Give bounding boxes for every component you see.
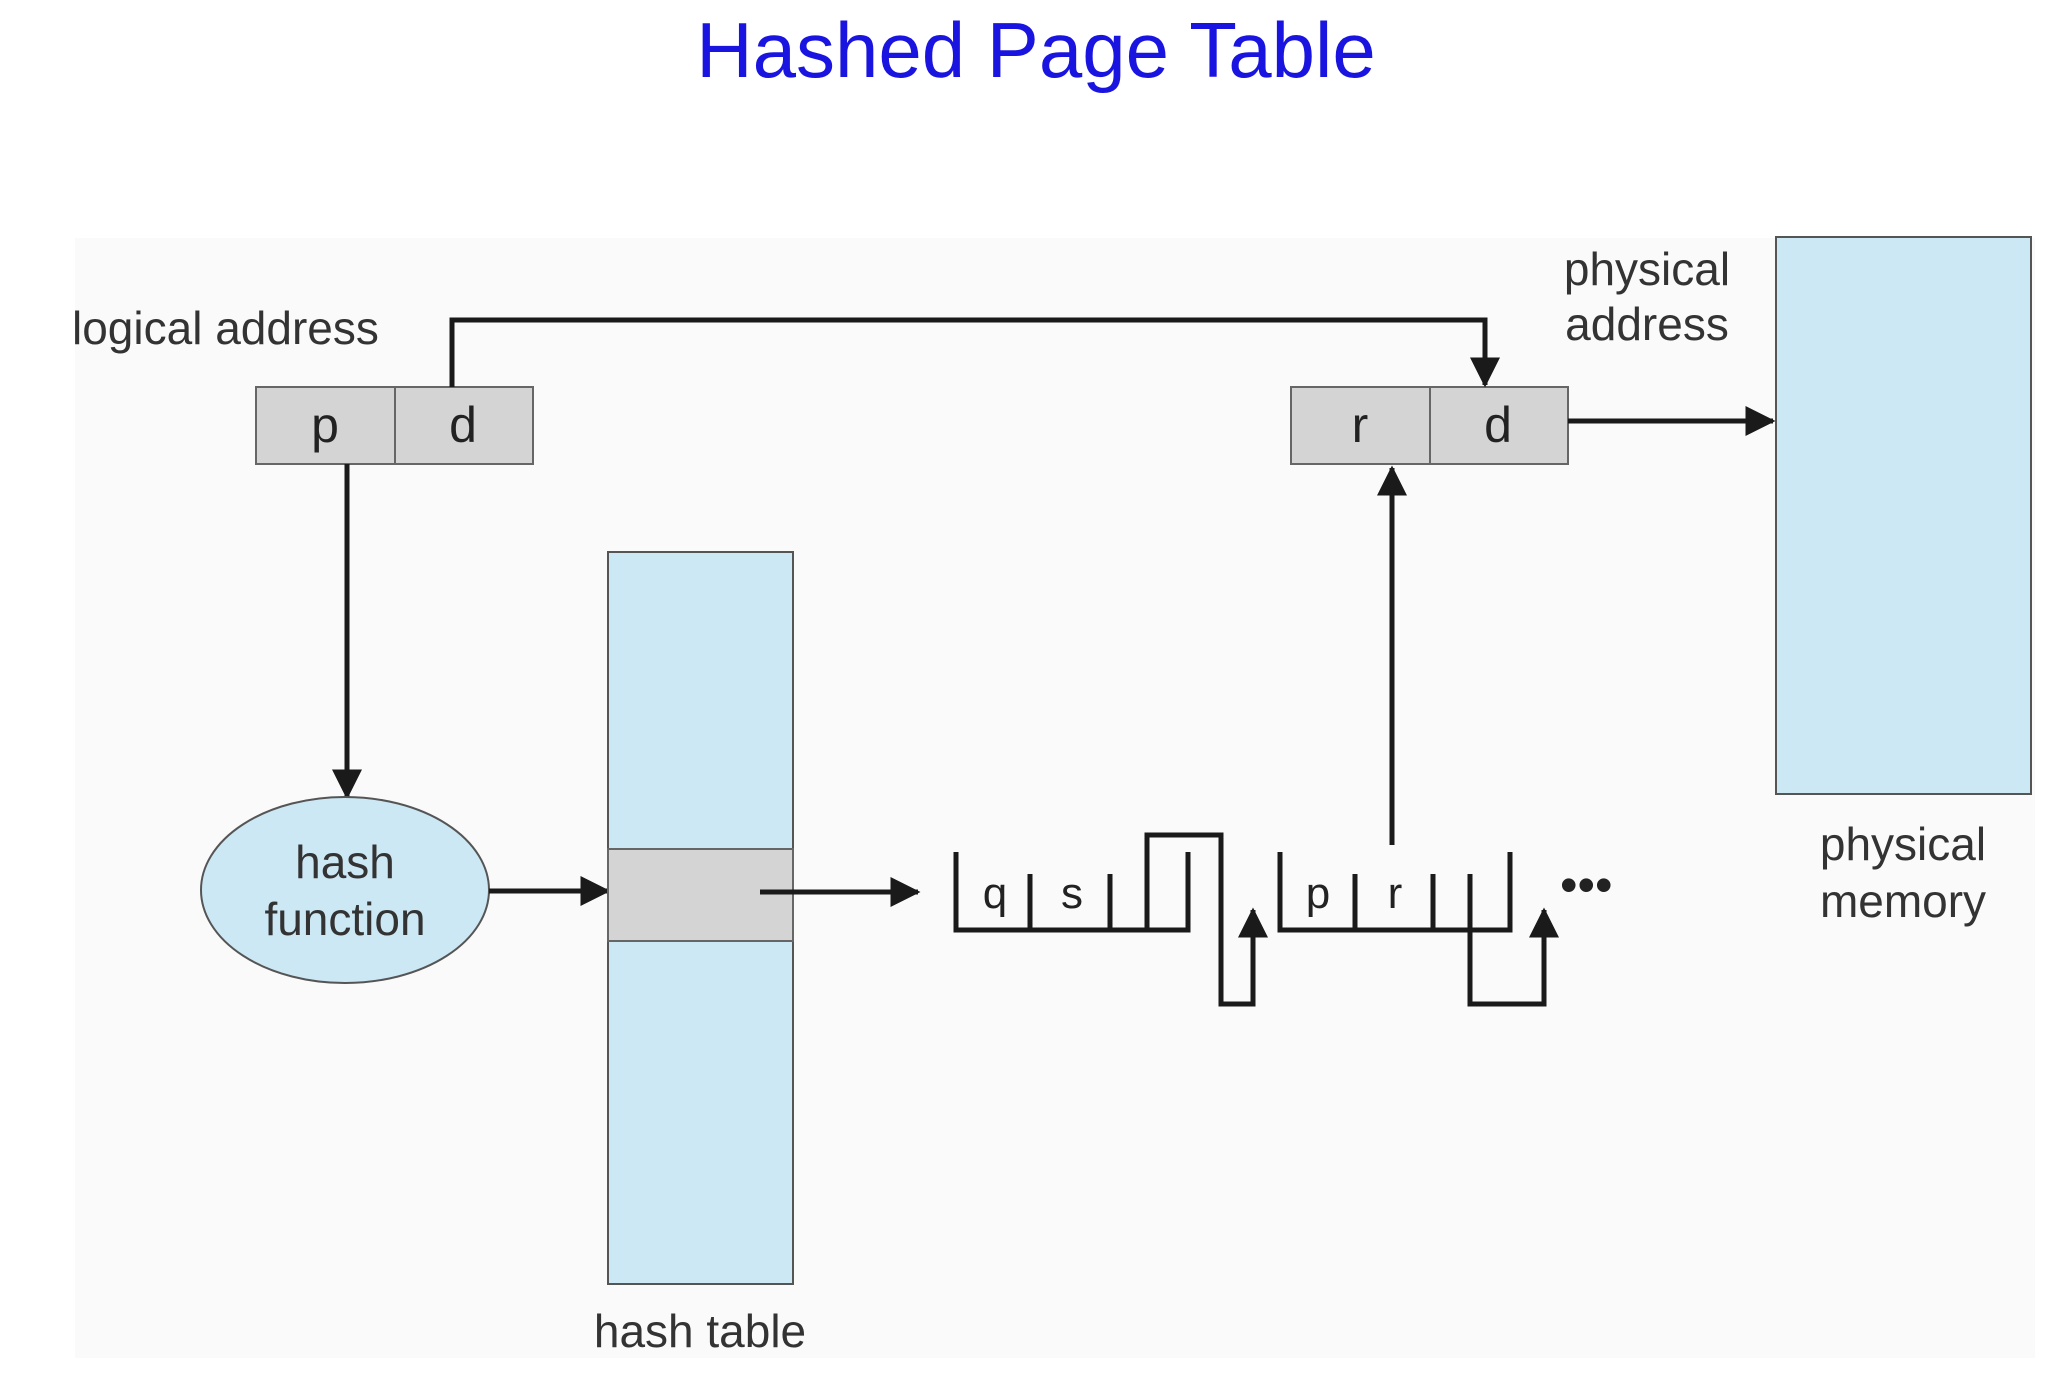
physical-address-label-2: address — [1565, 298, 1729, 350]
logical-address-d-field — [394, 386, 534, 465]
hash-function-label-2: function — [264, 893, 425, 945]
chain-entry-2 — [1277, 852, 1513, 933]
chain-entry-1 — [953, 852, 1191, 933]
offset-arrow — [449, 317, 1500, 388]
chain-entry-1-q: q — [983, 869, 1007, 918]
logical-p-text: p — [311, 397, 339, 453]
hash-function-label-1: hash — [295, 836, 395, 888]
logical-address-p-field — [255, 386, 396, 465]
physical-d-text: d — [1484, 397, 1512, 453]
chain-next-pointer-1 — [1144, 832, 1268, 1007]
physical-memory-label-2: memory — [1820, 875, 1986, 927]
physical-r-text: r — [1352, 397, 1369, 453]
hash-table-selected-entry — [607, 848, 794, 942]
physical-address-label-1: physical — [1564, 243, 1730, 295]
physical-memory-label-1: physical — [1820, 818, 1986, 870]
chain-entry-2-p: p — [1306, 869, 1330, 918]
chain-continuation: ••• — [1560, 857, 1613, 913]
hash-table-label: hash table — [594, 1305, 806, 1357]
slide-title: Hashed Page Table — [696, 6, 1376, 94]
physical-memory-block — [1775, 236, 2032, 795]
hash-function-ellipse — [200, 796, 490, 984]
chain-next-pointer-2 — [1467, 907, 1559, 1007]
logical-address-label: logical address — [72, 302, 379, 354]
logical-d-text: d — [449, 397, 477, 453]
chain-entry-1-s: s — [1061, 869, 1083, 918]
chain-entry-2-r: r — [1388, 869, 1403, 918]
